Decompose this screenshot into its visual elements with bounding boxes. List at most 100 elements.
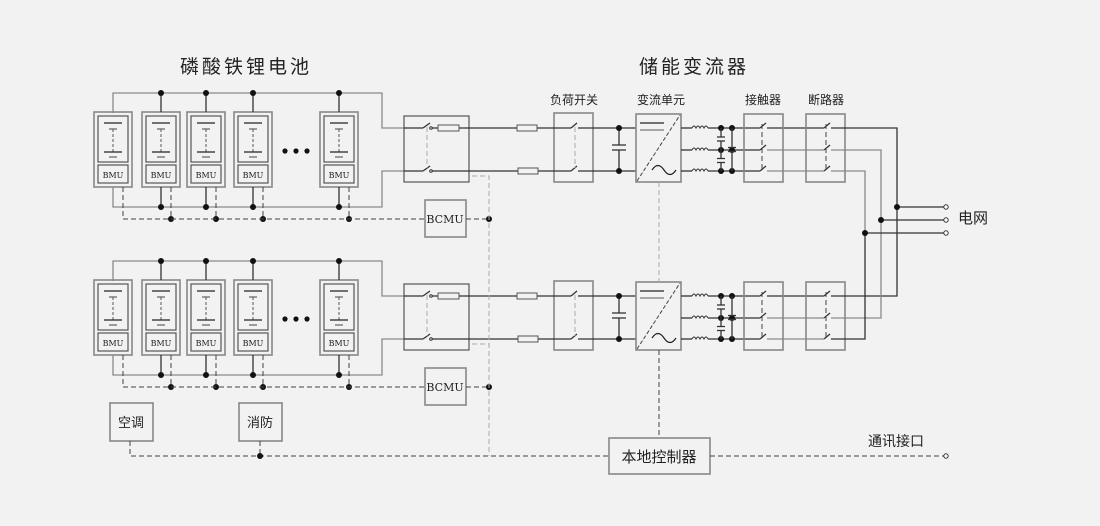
junction-dot xyxy=(878,217,884,223)
junction-dot xyxy=(336,258,342,264)
bmu-box xyxy=(97,332,129,352)
breaker-blade xyxy=(823,290,831,297)
fuse xyxy=(437,292,460,300)
contactor-blade xyxy=(759,333,767,340)
fuse xyxy=(516,292,538,300)
ac-symbol xyxy=(651,332,677,344)
bcmu-label: BCMU xyxy=(426,213,463,226)
grid-terminal[interactable] xyxy=(943,230,949,236)
contactor-blade xyxy=(759,165,767,172)
breaker-box[interactable] xyxy=(805,113,846,183)
switch-blade xyxy=(570,122,578,129)
breaker-label: 断路器 xyxy=(808,92,844,107)
bmu-box xyxy=(190,332,222,352)
phase-b-lower xyxy=(831,221,882,319)
dc-negative-bus xyxy=(112,170,404,208)
dc-negative-bus xyxy=(112,338,404,376)
junction-dot xyxy=(616,293,622,299)
junction-dot xyxy=(257,453,263,459)
fuse xyxy=(517,335,539,343)
pcs-title: 储能变流器 xyxy=(639,56,749,78)
comm-port-label: 通讯接口 xyxy=(868,433,924,450)
load-switch-box[interactable] xyxy=(553,112,594,183)
battery-cell-box xyxy=(145,283,177,331)
switch-blade xyxy=(422,122,431,129)
fuse xyxy=(516,124,538,132)
grid-terminal[interactable] xyxy=(943,217,949,223)
bmu-box xyxy=(323,332,355,352)
battery-cell-box xyxy=(190,283,222,331)
comm-port-terminal[interactable] xyxy=(943,453,949,459)
switch-contact xyxy=(429,169,433,173)
bmu-label: BMU xyxy=(243,171,264,180)
inductor xyxy=(691,125,709,130)
battery-cell-box xyxy=(237,283,269,331)
phase-a-lower xyxy=(831,208,898,297)
ellipsis-dot xyxy=(304,316,310,322)
inductor xyxy=(691,168,709,173)
bmu-comm-bus xyxy=(122,355,425,388)
comm-backbone xyxy=(472,175,490,456)
junction-dot xyxy=(616,125,622,131)
junction-dot xyxy=(203,258,209,264)
breaker-blade xyxy=(823,122,831,129)
switch-blade xyxy=(570,333,578,340)
contactor-box[interactable] xyxy=(743,281,784,351)
battery-cell-box xyxy=(237,115,269,163)
breaker-blade xyxy=(823,165,831,172)
grid-terminal[interactable] xyxy=(943,204,949,210)
junction-dot xyxy=(250,90,256,96)
bmu-box xyxy=(190,164,222,184)
junction-dot xyxy=(203,90,209,96)
load-switch-label: 负荷开关 xyxy=(550,93,598,107)
phase-c-lower xyxy=(831,234,866,340)
bmu-box xyxy=(97,164,129,184)
junction-dot xyxy=(894,204,900,210)
switch-contact xyxy=(429,337,433,341)
phase-a-upper xyxy=(831,127,898,208)
switch-blade xyxy=(570,290,578,297)
load-switch-box[interactable] xyxy=(553,280,594,351)
ellipsis-dot xyxy=(293,148,299,154)
battery-cell-box xyxy=(97,115,129,163)
phase-c-upper xyxy=(831,170,866,234)
battery-cell-box xyxy=(97,283,129,331)
aux-comm-bus xyxy=(129,441,608,457)
bcmu-label: BCMU xyxy=(426,381,463,394)
breaker-blade xyxy=(823,144,831,151)
inductor xyxy=(691,315,709,320)
junction-dot xyxy=(158,204,164,210)
breaker-box[interactable] xyxy=(805,281,846,351)
ellipsis-dot xyxy=(304,148,310,154)
junction-dot xyxy=(250,372,256,378)
contactor-blade xyxy=(759,312,767,319)
battery-module xyxy=(93,111,133,188)
bmu-label: BMU xyxy=(151,171,172,180)
switch-contact xyxy=(429,294,433,298)
junction-dot xyxy=(862,230,868,236)
junction-dot xyxy=(336,90,342,96)
battery-cell-box xyxy=(323,283,355,331)
junction-dot xyxy=(203,204,209,210)
junction-dot xyxy=(250,258,256,264)
junction-dot xyxy=(336,372,342,378)
battery-cell-box xyxy=(323,115,355,163)
bmu-comm-bus xyxy=(122,187,425,220)
grid-connection xyxy=(831,127,949,340)
contactor-label: 接触器 xyxy=(745,92,781,107)
bmu-box xyxy=(145,332,177,352)
junction-dot xyxy=(250,204,256,210)
bmu-box xyxy=(237,164,269,184)
bmu-label: BMU xyxy=(196,171,217,180)
bmu-label: BMU xyxy=(243,339,264,348)
junction-dot xyxy=(616,168,622,174)
contactor-box[interactable] xyxy=(743,113,784,183)
fuse xyxy=(437,124,460,132)
bmu-box xyxy=(237,332,269,352)
fuse xyxy=(517,167,539,175)
ellipsis-dot xyxy=(282,316,288,322)
junction-dot xyxy=(203,372,209,378)
